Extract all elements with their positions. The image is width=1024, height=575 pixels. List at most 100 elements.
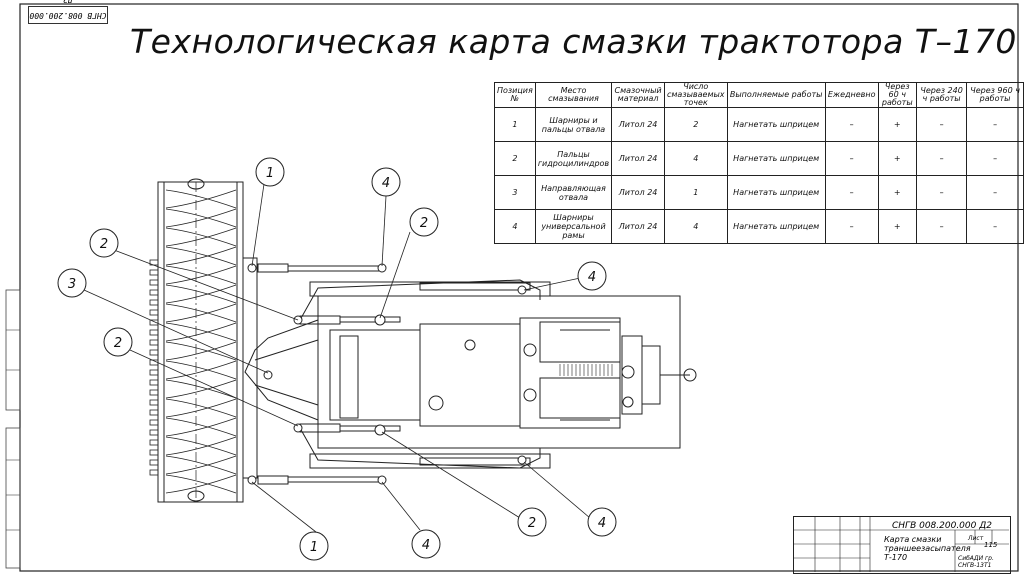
push-frame bbox=[244, 279, 551, 469]
callout-label: 1 bbox=[266, 166, 274, 181]
drawing-code: СНГВ 008.200.000 Д2 bbox=[892, 521, 992, 531]
table-cell: Нагнетать шприцем bbox=[726, 107, 826, 142]
table-cell: + bbox=[877, 209, 918, 244]
table-cell: 3 bbox=[494, 175, 536, 210]
callout-label: 2 bbox=[100, 237, 108, 252]
blade-tooth bbox=[149, 289, 159, 296]
table-cell: Литол 24 bbox=[611, 175, 665, 210]
table-cell: Литол 24 bbox=[611, 209, 665, 244]
column-header: Выполняемые работы bbox=[726, 82, 826, 108]
callout-label: 4 bbox=[588, 270, 596, 285]
callout-circle-4c bbox=[411, 529, 441, 559]
auger-flight bbox=[165, 360, 237, 380]
table-cell: + bbox=[877, 107, 918, 142]
callout-circle-2d bbox=[517, 507, 547, 537]
side-stamp-lower bbox=[5, 427, 21, 569]
table-cell: 2 bbox=[664, 107, 728, 142]
blade-tooth bbox=[149, 439, 159, 446]
table-cell: Нагнетать шприцем bbox=[726, 209, 826, 244]
blade-tooth bbox=[149, 279, 159, 286]
column-header: Место смазывания bbox=[534, 82, 613, 108]
callout-label: 2 bbox=[420, 216, 428, 231]
table-cell: Шарниры универсальной рамы bbox=[534, 209, 613, 244]
callout-label: 1 bbox=[310, 540, 318, 555]
table-cell: – bbox=[966, 209, 1024, 244]
callout-label: 2 bbox=[114, 336, 122, 351]
table-cell: – bbox=[915, 107, 968, 142]
drawing-name: Карта смазки траншеезасыпателя Т-170 bbox=[884, 535, 971, 562]
blade-tooth bbox=[149, 449, 159, 456]
auger-flight bbox=[165, 379, 237, 399]
table-cell: Шарниры и пальцы отвала bbox=[534, 107, 613, 142]
table-cell: Нагнетать шприцем bbox=[726, 141, 826, 176]
auger-flight bbox=[165, 189, 237, 209]
callout-label: 4 bbox=[598, 516, 606, 531]
callout-circle-1 bbox=[255, 157, 285, 187]
column-header: Через 240 ч работы bbox=[915, 82, 968, 108]
callout-circle-1b bbox=[299, 531, 329, 561]
callouts bbox=[57, 157, 617, 561]
table-cell: Пальцы гидроцилиндров bbox=[534, 141, 613, 176]
blade-tooth bbox=[149, 269, 159, 276]
side-stamp-upper bbox=[5, 289, 21, 411]
table-cell: – bbox=[824, 175, 879, 210]
table-row: 1 Шарниры и пальцы отвала Литол 24 2 Наг… bbox=[494, 107, 1024, 142]
blade-tooth bbox=[149, 469, 159, 476]
table-cell: Литол 24 bbox=[611, 107, 665, 142]
table-cell: – bbox=[966, 141, 1024, 176]
title-block-lines bbox=[793, 516, 1009, 572]
auger-flight bbox=[165, 322, 237, 342]
blade-tooth bbox=[149, 409, 159, 416]
sheet-label: Лист bbox=[968, 535, 984, 542]
callout-circle-3 bbox=[57, 268, 87, 298]
callout-label: 4 bbox=[382, 176, 390, 191]
table-cell: – bbox=[966, 107, 1024, 142]
callout-label: 2 bbox=[528, 516, 536, 531]
table-cell: – bbox=[824, 209, 879, 244]
auger-flight bbox=[165, 455, 237, 475]
auger-flight bbox=[165, 227, 237, 247]
callout-circle-2b bbox=[103, 327, 133, 357]
blade-assembly bbox=[157, 178, 258, 503]
sheet-total: 115 bbox=[984, 541, 998, 549]
table-cell: – bbox=[824, 107, 879, 142]
auger-flight bbox=[165, 284, 237, 304]
callout-circle-4d bbox=[587, 507, 617, 537]
callout-label: 4 bbox=[422, 538, 430, 553]
table-row: 3 Направляющая отвала Литол 24 1 Нагнета… bbox=[494, 175, 1024, 210]
table-row: 2 Пальцы гидроцилиндров Литол 24 4 Нагне… bbox=[494, 141, 1024, 176]
auger-flight bbox=[165, 303, 237, 323]
table-cell: 4 bbox=[664, 141, 728, 176]
table-cell: Направляющая отвала bbox=[534, 175, 613, 210]
table-cell: – bbox=[915, 175, 968, 210]
callout-circle-2a bbox=[89, 228, 119, 258]
auger-flight bbox=[165, 417, 237, 437]
blade-tooth bbox=[149, 349, 159, 356]
auger-spiral bbox=[165, 189, 237, 494]
table-cell: 1 bbox=[664, 175, 728, 210]
auger-flight bbox=[165, 474, 237, 494]
table-row: 4 Шарниры универсальной рамы Литол 24 4 … bbox=[494, 209, 1024, 244]
blade-tooth bbox=[149, 369, 159, 376]
column-header: Ежедневно bbox=[824, 82, 879, 108]
callout-circle-4a bbox=[371, 167, 401, 197]
table-cell: – bbox=[966, 175, 1024, 210]
callout-label: 3 bbox=[68, 277, 76, 292]
blade-tooth bbox=[149, 379, 159, 386]
auger-flight bbox=[165, 341, 237, 361]
blade-tooth bbox=[149, 429, 159, 436]
callout-circle-4b bbox=[577, 261, 607, 291]
table-cell: 4 bbox=[664, 209, 728, 244]
callout-circle-2c bbox=[409, 207, 439, 237]
table-cell: Нагнетать шприцем bbox=[726, 175, 826, 210]
callout-labels: 1 2 3 2 4 2 4 1 4 2 4 bbox=[68, 166, 606, 555]
lubrication-table: Позиция № Место смазывания Смазочный мат… bbox=[494, 82, 1024, 244]
column-header: Смазочный материал bbox=[611, 82, 665, 108]
table-cell: 2 bbox=[494, 141, 536, 176]
title-block: СНГВ 008.200.000 Д2 Карта смазки траншее… bbox=[793, 516, 1011, 574]
table-header-row: Позиция № Место смазывания Смазочный мат… bbox=[494, 82, 1024, 108]
column-header: Число смазываемых точек bbox=[664, 82, 728, 108]
table-cell: 1 bbox=[494, 107, 536, 142]
